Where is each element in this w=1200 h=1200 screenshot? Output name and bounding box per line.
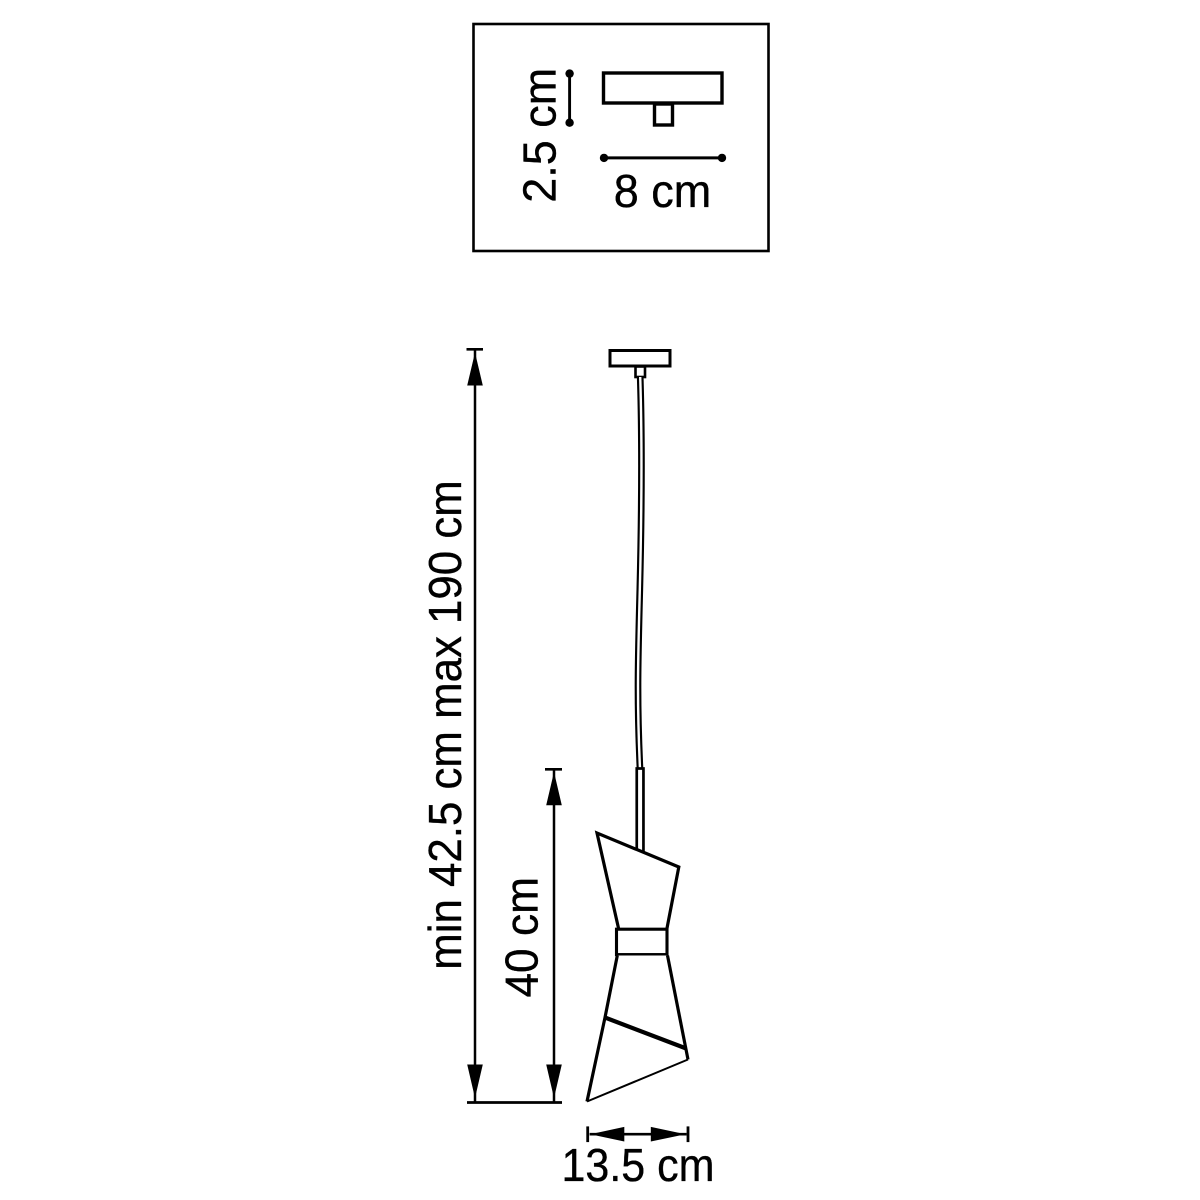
svg-text:8 cm: 8 cm [614,165,712,217]
svg-text:min 42.5 cm max 190 cm: min 42.5 cm max 190 cm [419,480,471,970]
svg-text:2.5 cm: 2.5 cm [513,68,565,203]
svg-text:13.5 cm: 13.5 cm [562,1139,715,1191]
svg-text:40 cm: 40 cm [496,877,548,998]
